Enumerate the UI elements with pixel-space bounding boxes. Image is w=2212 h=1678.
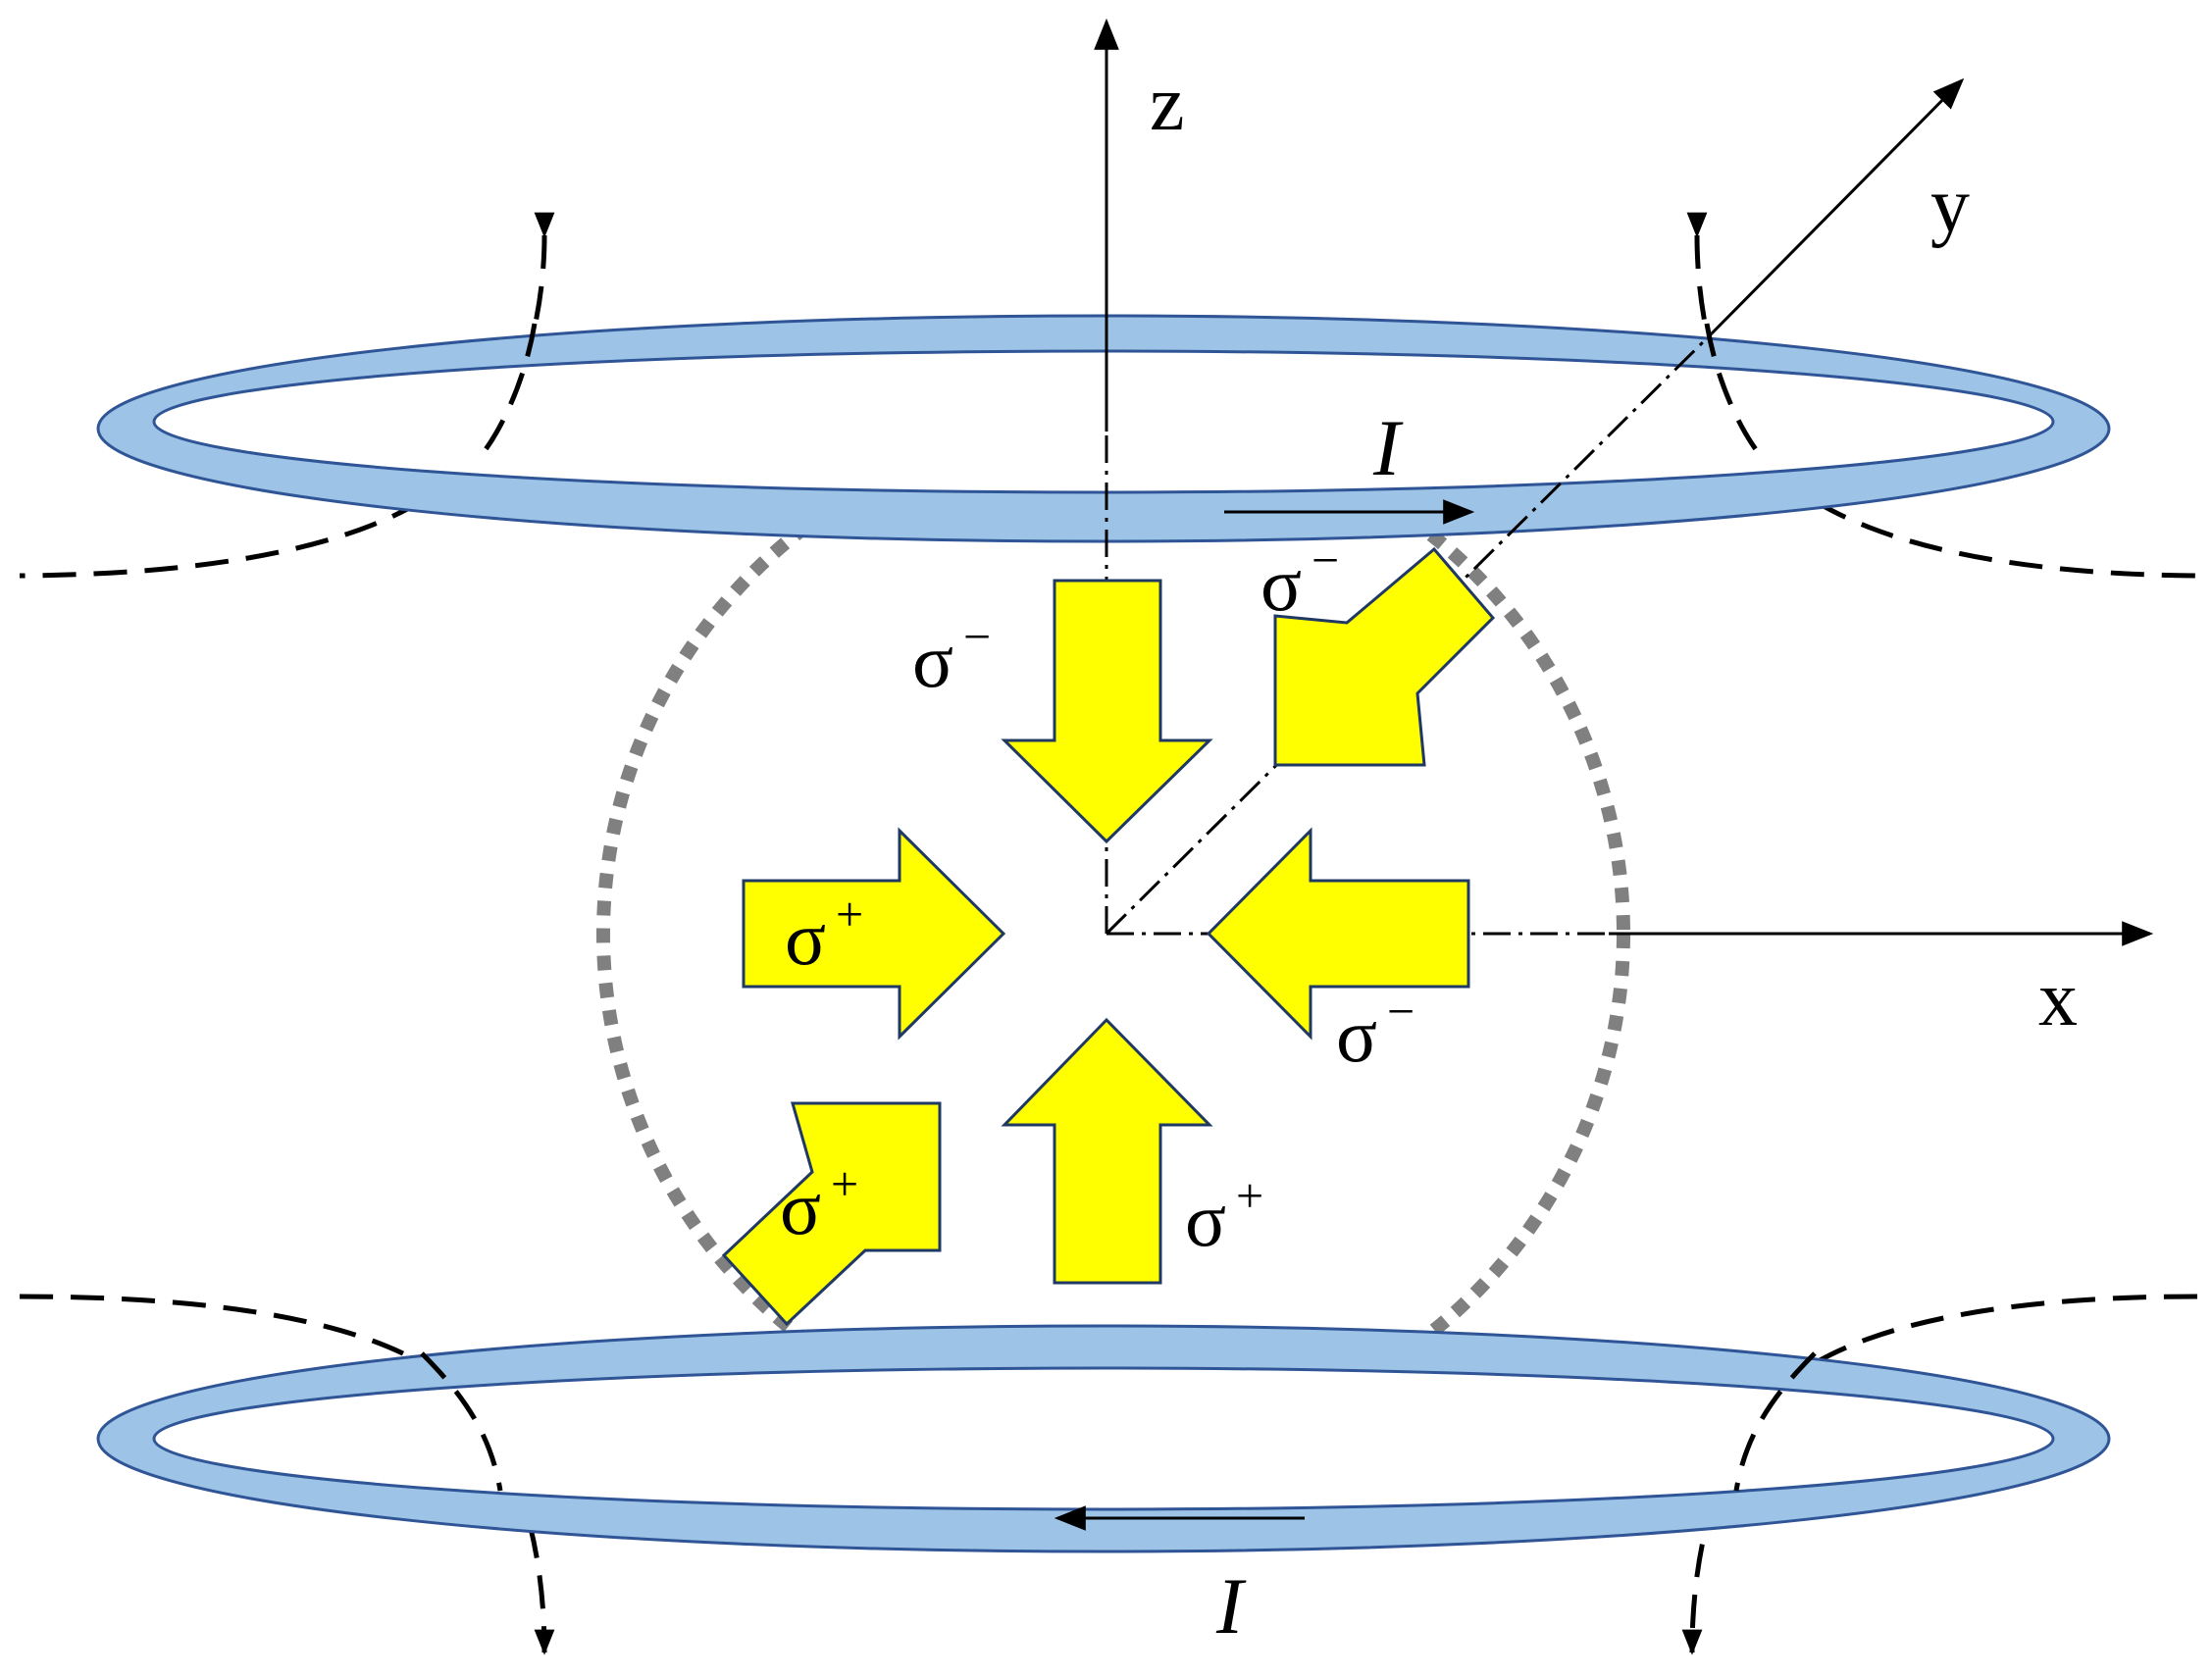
beam-right-in-arrow bbox=[1206, 827, 1470, 1041]
beam-up-arrow bbox=[1001, 1017, 1213, 1285]
beam-left-in-label: σ+ bbox=[785, 887, 863, 981]
beam-up-symbol: σ bbox=[1185, 1177, 1226, 1262]
bottom-coil bbox=[96, 1324, 2111, 1553]
beam-diag-in-symbol: σ bbox=[1260, 541, 1302, 627]
laser-beams bbox=[721, 546, 1496, 1327]
beam-diag-out-symbol: σ bbox=[780, 1165, 821, 1250]
z-axis-label: z bbox=[1150, 61, 1185, 147]
beam-right-in-sign: − bbox=[1387, 984, 1415, 1039]
beam-up-sign: + bbox=[1236, 1168, 1263, 1223]
field-line-front-lower-right bbox=[1733, 1351, 1817, 1492]
beam-down-arrow bbox=[1001, 579, 1213, 844]
bottom-current-label: I bbox=[1215, 1561, 1247, 1651]
beam-diag-out-label: σ+ bbox=[780, 1156, 858, 1250]
field-line-lower-left bbox=[19, 1294, 555, 1655]
x-axis-label: x bbox=[2038, 956, 2078, 1042]
y-axis bbox=[1710, 77, 1965, 335]
field-line-front-upper-left bbox=[479, 323, 538, 458]
top-coil bbox=[96, 314, 2111, 543]
beam-down-symbol: σ bbox=[912, 618, 953, 703]
beam-diag-out-arrow bbox=[721, 1101, 942, 1327]
polarization-labels: σ− σ− σ+ σ− σ+ σ+ bbox=[780, 533, 1415, 1262]
beam-diag-in-label: σ− bbox=[1260, 533, 1339, 627]
current-labels: I I bbox=[1215, 403, 1404, 1651]
beam-left-in-symbol: σ bbox=[785, 895, 826, 981]
field-line-front-upper-right bbox=[1704, 323, 1763, 458]
beam-right-in-label: σ− bbox=[1336, 984, 1415, 1078]
beam-right-in-symbol: σ bbox=[1336, 992, 1377, 1078]
y-axis-label: y bbox=[1930, 163, 1970, 249]
beam-up-label: σ+ bbox=[1185, 1168, 1263, 1262]
axis-labels: z y x bbox=[1150, 61, 2078, 1042]
top-current-label: I bbox=[1372, 403, 1404, 492]
beam-down-label: σ− bbox=[912, 609, 991, 703]
beam-left-in-sign: + bbox=[836, 887, 863, 941]
field-line-front-lower-left bbox=[420, 1351, 503, 1492]
beam-left-in-arrow bbox=[742, 827, 1006, 1041]
field-lines-front bbox=[420, 323, 1817, 1492]
beam-down-sign: − bbox=[963, 609, 991, 664]
beam-diag-out-sign: + bbox=[831, 1156, 858, 1211]
beam-diag-in-sign: − bbox=[1312, 533, 1339, 587]
beam-diag-in-arrow bbox=[1273, 546, 1496, 767]
